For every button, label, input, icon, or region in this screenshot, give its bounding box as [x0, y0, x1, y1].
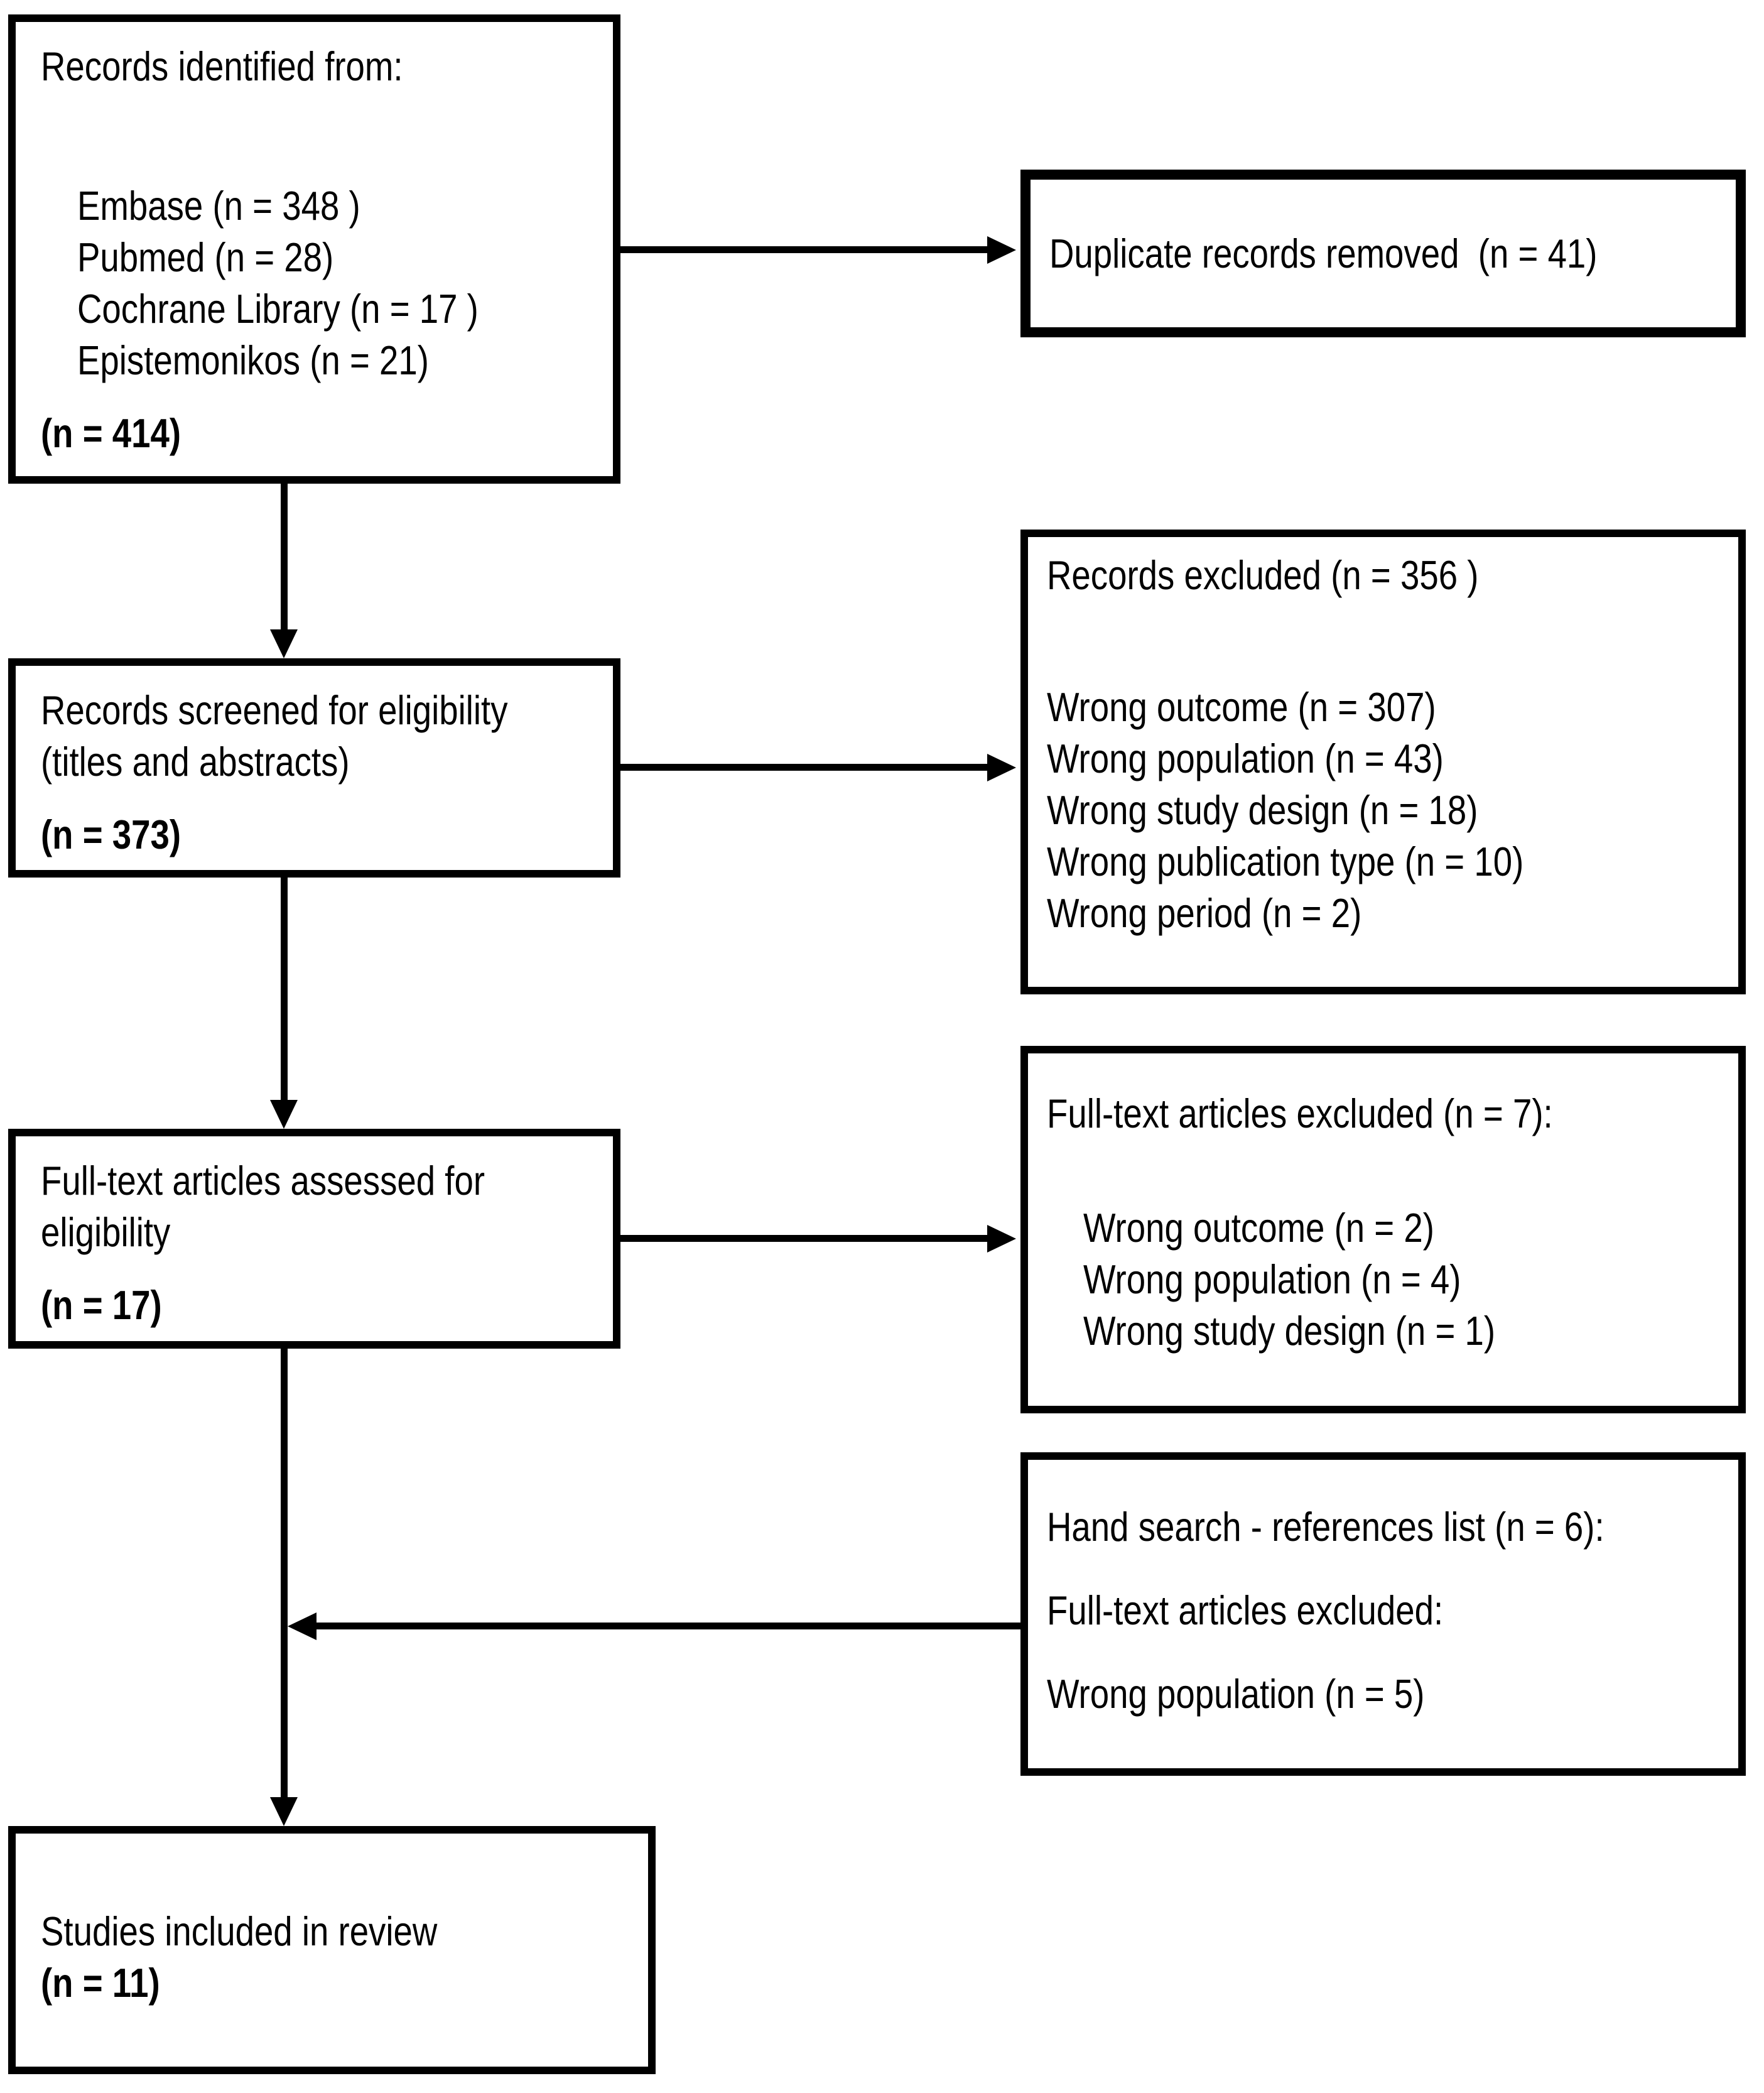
fulltext-excluded-wrong-outcome: Wrong outcome (n = 2)	[1083, 1205, 1434, 1251]
arrow-handsearch-to-flow-head	[288, 1612, 317, 1640]
excluded-reason-wrong-population: Wrong population (n = 43)	[1047, 736, 1444, 781]
arrow-fulltext-to-included-head	[270, 1797, 298, 1826]
box-studies-included: Studies included in review (n = 11)	[8, 1826, 656, 2074]
arrow-screening-to-fulltext-head	[270, 1100, 298, 1129]
box-records-excluded: Records excluded (n = 356 ) Wrong outcom…	[1020, 530, 1746, 994]
hand-search-title: Hand search - references list (n = 6):	[1047, 1504, 1604, 1550]
records-screened-total: (n = 373)	[41, 812, 181, 857]
studies-included-title: Studies included in review	[41, 1908, 438, 1954]
arrow-identification-to-screening-line	[281, 484, 288, 629]
box-fulltext-excluded: Full-text articles excluded (n = 7): Wro…	[1020, 1046, 1746, 1413]
records-screened-title-line2: (titles and abstracts)	[41, 739, 350, 785]
fulltext-excluded-title: Full-text articles excluded (n = 7):	[1047, 1090, 1553, 1136]
box-fulltext-assessed: Full-text articles assessed for eligibil…	[8, 1129, 620, 1349]
fulltext-assessed-title-line1: Full-text articles assessed for	[41, 1158, 485, 1204]
arrow-screening-to-excluded-line	[620, 764, 990, 771]
records-identified-title: Records identified from:	[41, 43, 403, 89]
fulltext-excluded-wrong-study-design: Wrong study design (n = 1)	[1083, 1308, 1496, 1354]
arrow-fulltext-to-excluded-line	[620, 1235, 990, 1242]
studies-included-total: (n = 11)	[41, 1960, 160, 2006]
arrow-fulltext-to-excluded-head	[987, 1225, 1016, 1253]
arrow-identification-to-screening-head	[270, 629, 298, 658]
records-identified-total: (n = 414)	[41, 410, 181, 456]
hand-search-reason: Wrong population (n = 5)	[1047, 1671, 1425, 1717]
records-excluded-title: Records excluded (n = 356 )	[1047, 552, 1479, 598]
fulltext-assessed-total: (n = 17)	[41, 1282, 162, 1328]
source-embase: Embase (n = 348 )	[77, 183, 360, 229]
arrow-screening-to-fulltext-line	[281, 878, 288, 1100]
source-pubmed: Pubmed (n = 28)	[77, 234, 334, 280]
arrow-identification-to-duplicates-head	[987, 236, 1016, 264]
box-records-screened: Records screened for eligibility (titles…	[8, 658, 620, 878]
fulltext-excluded-wrong-population: Wrong population (n = 4)	[1083, 1256, 1461, 1302]
excluded-reason-wrong-outcome: Wrong outcome (n = 307)	[1047, 684, 1436, 730]
excluded-reason-wrong-publication-type: Wrong publication type (n = 10)	[1047, 839, 1524, 884]
arrow-fulltext-to-included-line	[281, 1349, 288, 1797]
hand-search-subtitle: Full-text articles excluded:	[1047, 1587, 1444, 1633]
source-epistemonikos: Epistemonikos (n = 21)	[77, 337, 429, 383]
box-records-identified: Records identified from: Embase (n = 348…	[8, 14, 620, 484]
duplicates-removed-text: Duplicate records removed (n = 41)	[1049, 230, 1598, 276]
source-cochrane: Cochrane Library (n = 17 )	[77, 286, 479, 332]
arrow-screening-to-excluded-head	[987, 754, 1016, 781]
excluded-reason-wrong-period: Wrong period (n = 2)	[1047, 890, 1362, 936]
box-hand-search: Hand search - references list (n = 6): F…	[1020, 1452, 1746, 1776]
box-duplicates-removed: Duplicate records removed (n = 41)	[1020, 170, 1746, 337]
excluded-reason-wrong-study-design: Wrong study design (n = 18)	[1047, 787, 1478, 833]
fulltext-assessed-title-line2: eligibility	[41, 1209, 171, 1255]
arrow-identification-to-duplicates-line	[620, 246, 990, 253]
records-screened-title-line1: Records screened for eligibility	[41, 687, 508, 733]
arrow-handsearch-to-flow-line	[317, 1623, 1020, 1629]
